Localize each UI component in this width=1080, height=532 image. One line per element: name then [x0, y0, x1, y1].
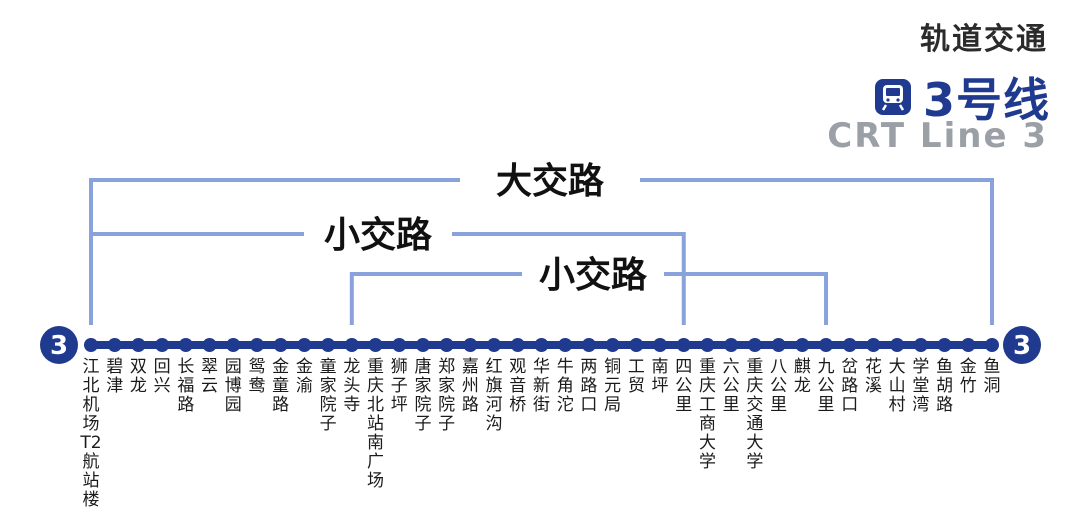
station-label: 两路口	[580, 357, 598, 415]
station-label: 铜元局	[604, 357, 622, 415]
station-dot	[392, 338, 407, 352]
station-label: 鱼洞	[983, 357, 1001, 396]
station-dot	[463, 338, 478, 352]
station-label: 江北机场T2航站楼	[80, 357, 102, 510]
station-label: 重庆北站南广场	[367, 357, 385, 491]
station-dot	[558, 338, 573, 352]
station-dot	[653, 338, 668, 352]
station-dot	[344, 338, 359, 352]
station-dot	[510, 338, 525, 352]
station-label: 岔路口	[841, 357, 859, 415]
station-label: 狮子坪	[390, 357, 408, 415]
station-dot	[226, 338, 241, 352]
station-dot	[676, 338, 691, 352]
station-label: 六公里	[722, 357, 740, 415]
station-label: 花溪	[864, 357, 882, 396]
route-label: 小交路	[539, 254, 648, 296]
station-dot	[155, 338, 170, 352]
station-dot	[178, 338, 193, 352]
station-dot	[297, 338, 312, 352]
route-bracket: 小交路	[349, 254, 829, 325]
station-label: 回兴	[153, 357, 171, 396]
station-dot	[249, 338, 264, 352]
station-dot	[724, 338, 739, 352]
station-label: 园博园	[224, 357, 242, 415]
header-category: 轨道交通	[920, 22, 1048, 57]
station-label: 龙头寺	[343, 357, 361, 415]
station-label: 四公里	[675, 357, 693, 415]
station-label: 重庆交通大学	[746, 357, 764, 472]
metro-train-icon	[874, 79, 911, 115]
station-label: 八公里	[770, 357, 788, 415]
station-dot	[84, 338, 98, 352]
line-badge-number: 3	[1013, 331, 1031, 361]
station-label: 童家院子	[319, 357, 337, 434]
station-label: 碧津	[106, 357, 124, 396]
station-dot	[842, 338, 857, 352]
station-dot	[985, 338, 999, 352]
station-dot	[913, 338, 928, 352]
route-label: 大交路	[496, 160, 605, 202]
line-badge-left: 3	[40, 326, 78, 364]
station-dot	[961, 338, 976, 352]
station-dot	[107, 338, 122, 352]
line-name-en: CRT Line 3	[827, 116, 1048, 156]
station-label: 金竹	[959, 357, 977, 396]
line-badge-number: 3	[50, 331, 68, 361]
station-dot	[890, 338, 905, 352]
station-dot	[937, 338, 952, 352]
station-label: 华新街	[533, 357, 550, 415]
station-dot	[605, 338, 620, 352]
station-dot	[747, 338, 762, 352]
station-label: 南坪	[651, 357, 669, 396]
station-dot	[795, 338, 810, 352]
station-dot	[415, 338, 430, 352]
station-label: 九公里	[817, 357, 835, 415]
station-dot	[439, 338, 454, 352]
station-label: 长福路	[177, 357, 195, 415]
station-label: 金渝	[295, 357, 313, 396]
station-dot	[487, 338, 502, 352]
route-bracket: 小交路	[89, 214, 686, 325]
station-dot	[771, 338, 786, 352]
station-dot	[368, 338, 383, 352]
station-dot	[700, 338, 715, 352]
station-dot	[131, 338, 146, 352]
line-badge-right: 3	[1003, 326, 1041, 364]
station-dot	[866, 338, 881, 352]
route-label: 小交路	[324, 214, 433, 256]
station-label: 翠云	[201, 357, 219, 396]
station-dot	[629, 338, 644, 352]
station-label: 唐家院子	[414, 357, 432, 434]
station-dot	[581, 338, 596, 352]
station-label: 鱼胡路	[936, 357, 954, 415]
station-dot	[321, 338, 336, 352]
line-name: 3号线	[922, 73, 1050, 127]
station-dot	[202, 338, 217, 352]
station-label: 大山村	[888, 357, 906, 415]
station-label: 郑家院子	[438, 357, 456, 434]
station-label: 红旗河沟	[485, 357, 503, 434]
station-label: 牛角沱	[556, 357, 574, 415]
station-dot	[819, 338, 834, 352]
station-label: 重庆工商大学	[698, 357, 716, 472]
station-label: 双龙	[129, 357, 147, 396]
station-label: 麒龙	[793, 357, 811, 396]
station-label: 鸳鸯	[248, 357, 266, 396]
header-line-title: 3号线	[873, 64, 1050, 130]
station-dot	[273, 338, 288, 352]
station-label: 金童路	[272, 357, 290, 415]
station-label: 观音桥	[509, 357, 527, 415]
station-dots	[84, 338, 999, 352]
station-label: 工贸	[627, 357, 645, 396]
station-label: 嘉州路	[461, 357, 479, 415]
station-dot	[534, 338, 549, 352]
route-bracket: 大交路	[89, 160, 994, 325]
station-label: 学堂湾	[912, 357, 930, 415]
